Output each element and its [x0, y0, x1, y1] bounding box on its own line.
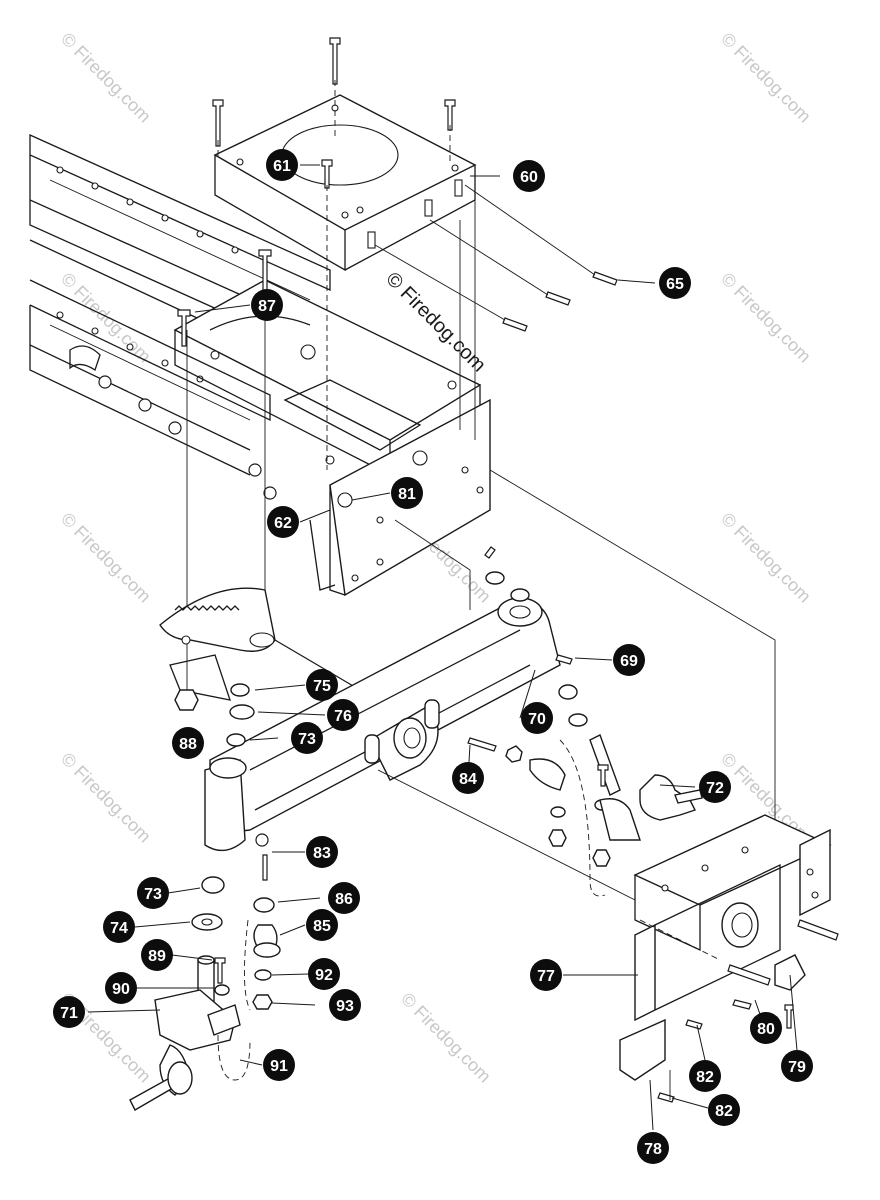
svg-text:72: 72: [706, 780, 724, 797]
svg-text:80: 80: [757, 1021, 775, 1038]
callout-70: 70: [521, 702, 553, 734]
svg-text:87: 87: [258, 298, 276, 315]
callout-62: 62: [267, 506, 299, 538]
callout-79: 79: [781, 1050, 813, 1082]
callout-76: 76: [327, 699, 359, 731]
watermark: © Firedog.com: [397, 989, 495, 1087]
svg-text:76: 76: [334, 708, 352, 725]
svg-text:75: 75: [313, 678, 331, 695]
callout-82: 82: [708, 1094, 740, 1126]
right-bracket: [633, 814, 832, 1022]
watermark: © Firedog.com: [57, 749, 155, 847]
callout-85: 85: [306, 909, 338, 941]
svg-text:73: 73: [298, 731, 316, 748]
callout-73: 73: [291, 722, 323, 754]
axle-hardware: [226, 546, 621, 897]
callout-83: 83: [306, 836, 338, 868]
watermark-layer: © Firedog.com © Firedog.com © Firedog.co…: [57, 29, 815, 1087]
svg-text:60: 60: [520, 169, 538, 186]
svg-text:89: 89: [148, 948, 166, 965]
callout-75: 75: [306, 669, 338, 701]
sector-gear: [159, 587, 361, 711]
callout-81: 81: [391, 477, 423, 509]
callout-80: 80: [750, 1012, 782, 1044]
svg-text:86: 86: [335, 891, 353, 908]
svg-text:73: 73: [144, 886, 162, 903]
callout-badges: 60 61 65 87 81 62 69 75 76 70 88 73 84 7…: [53, 149, 813, 1164]
svg-text:69: 69: [620, 653, 638, 670]
callout-78: 78: [637, 1132, 669, 1164]
callout-93: 93: [329, 989, 361, 1021]
callout-77: 77: [530, 959, 562, 991]
mounting-plate: [213, 94, 477, 272]
svg-text:83: 83: [313, 845, 331, 862]
right-spindle: [599, 774, 703, 841]
callout-60: 60: [513, 160, 545, 192]
svg-text:61: 61: [273, 158, 291, 175]
watermark: © Firedog.com: [57, 509, 155, 607]
svg-text:93: 93: [336, 998, 354, 1015]
svg-text:82: 82: [715, 1103, 733, 1120]
callout-72: 72: [699, 771, 731, 803]
svg-text:74: 74: [110, 920, 128, 937]
callout-91: 91: [263, 1049, 295, 1081]
callout-84: 84: [452, 762, 484, 794]
plate-bolts: [177, 37, 456, 470]
svg-text:91: 91: [270, 1058, 288, 1075]
svg-text:85: 85: [313, 918, 331, 935]
tie-rod-hardware: [244, 897, 281, 1011]
callout-74: 74: [103, 911, 135, 943]
left-spindle-assembly: [129, 833, 269, 1111]
watermark: © Firedog.com: [717, 29, 815, 127]
svg-text:78: 78: [644, 1141, 662, 1158]
callout-87: 87: [251, 289, 283, 321]
callout-65: 65: [659, 267, 691, 299]
callout-86: 86: [328, 882, 360, 914]
svg-text:65: 65: [666, 276, 684, 293]
callout-88: 88: [172, 727, 204, 759]
bracket-hardware: [619, 919, 839, 1103]
svg-text:92: 92: [315, 967, 333, 984]
svg-text:90: 90: [112, 981, 130, 998]
watermark: © Firedog.com: [717, 269, 815, 367]
callout-71: 71: [53, 996, 85, 1028]
callout-82: 82: [689, 1060, 721, 1092]
side-bolts: [374, 184, 618, 332]
callout-69: 69: [613, 644, 645, 676]
callout-90: 90: [105, 972, 137, 1004]
watermark: © Firedog.com: [57, 29, 155, 127]
callout-92: 92: [308, 958, 340, 990]
svg-text:88: 88: [179, 736, 197, 753]
svg-text:77: 77: [537, 968, 555, 985]
svg-text:71: 71: [60, 1005, 78, 1022]
callout-73: 73: [137, 877, 169, 909]
svg-text:82: 82: [696, 1069, 714, 1086]
callout-61: 61: [266, 149, 298, 181]
svg-text:81: 81: [398, 486, 416, 503]
svg-text:84: 84: [459, 771, 477, 788]
svg-text:70: 70: [528, 711, 546, 728]
front-axle: [204, 597, 636, 901]
svg-text:79: 79: [788, 1059, 806, 1076]
svg-text:62: 62: [274, 515, 292, 532]
watermark: © Firedog.com: [717, 509, 815, 607]
callout-89: 89: [141, 939, 173, 971]
